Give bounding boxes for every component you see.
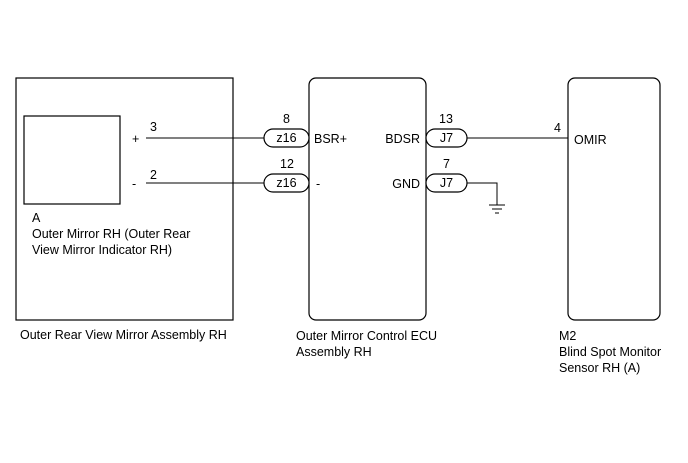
bsm-sensor-label-line1: Blind Spot Monitor — [559, 345, 661, 359]
bsm-sensor-box — [567, 77, 661, 321]
pin-number: 8 — [283, 112, 290, 126]
pin-label-bsr-plus: BSR+ — [314, 132, 347, 146]
bsm-sensor-label-line2: Sensor RH (A) — [559, 361, 640, 375]
control-ecu-label-line2: Assembly RH — [296, 345, 372, 359]
pin-number: 13 — [439, 112, 453, 126]
connector-capsule: J7 — [425, 173, 468, 193]
connector-capsule: J7 — [425, 128, 468, 148]
connector-label: J7 — [440, 131, 453, 145]
pin-number: 12 — [280, 157, 294, 171]
connector-label: z16 — [276, 176, 296, 190]
connector-label: J7 — [440, 176, 453, 190]
outer-mirror-inner-box — [23, 115, 121, 205]
component-ref-a: A — [32, 211, 41, 225]
pin-label-omir: OMIR — [574, 133, 607, 147]
bsm-sensor-ref: M2 — [559, 329, 576, 343]
connector-capsule: z16 — [263, 128, 310, 148]
control-ecu-box — [308, 77, 427, 321]
component-name-line2: View Mirror Indicator RH) — [32, 243, 172, 257]
mirror-assembly-box — [15, 77, 234, 321]
pin-label-gnd: GND — [392, 177, 420, 191]
ground-icon — [489, 204, 505, 214]
mirror-assembly-label: Outer Rear View Mirror Assembly RH — [20, 328, 227, 342]
pin-number: 4 — [554, 121, 561, 135]
control-ecu-label-line1: Outer Mirror Control ECU — [296, 329, 437, 343]
pin-number: 3 — [150, 120, 157, 134]
pin-number: 2 — [150, 168, 157, 182]
connector-capsule: z16 — [263, 173, 310, 193]
pin-label-bdsr: BDSR — [385, 132, 420, 146]
connector-label: z16 — [276, 131, 296, 145]
pin-number: 7 — [443, 157, 450, 171]
polarity-plus: + — [132, 132, 139, 146]
pin-label-bsr-minus: - — [316, 177, 320, 191]
polarity-minus: - — [132, 177, 136, 191]
component-name-line1: Outer Mirror RH (Outer Rear — [32, 227, 190, 241]
